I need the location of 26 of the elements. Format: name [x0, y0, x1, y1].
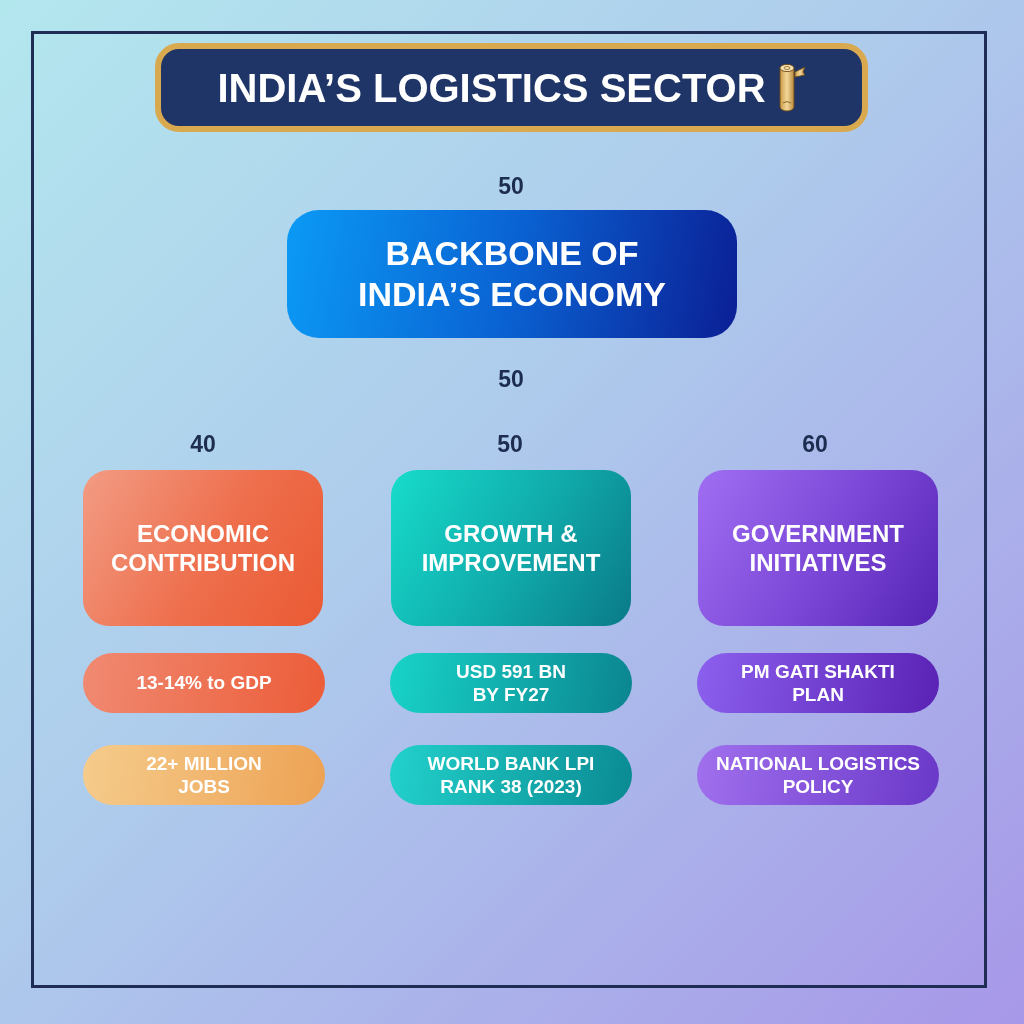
stat-text: NATIONAL LOGISTICS POLICY: [714, 751, 922, 799]
category-card: [698, 470, 938, 626]
category-card: [83, 470, 323, 626]
stat-pill: [697, 653, 939, 713]
category-card: [391, 470, 631, 626]
stat-pill: [83, 745, 325, 805]
category-title: ECONOMIC CONTRIBUTION: [110, 518, 296, 578]
stat-pill: [697, 745, 939, 805]
stat-text: 22+ MILLION JOBS: [145, 751, 263, 799]
number-label: 50: [497, 432, 523, 458]
stat-text: PM GATI SHAKTI PLAN: [740, 659, 896, 707]
hub-card: [287, 210, 737, 338]
stat-pill: [390, 745, 632, 805]
number-label: 50: [498, 367, 524, 393]
number-label: 40: [190, 432, 216, 458]
stat-text: 13-14% to GDP: [136, 671, 272, 695]
stat-text: USD 591 BN BY FY27: [455, 659, 567, 707]
stat-pill: [83, 653, 325, 713]
title: INDIA’S LOGISTICS SECTOR: [217, 65, 766, 110]
number-label: 50: [498, 174, 524, 200]
stat-pill: [390, 653, 632, 713]
number-label: 60: [802, 432, 828, 458]
category-title: GROWTH & IMPROVEMENT: [420, 518, 602, 578]
category-title: GOVERNMENT INITIATIVES: [731, 518, 905, 578]
hub-title: BACKBONE OF INDIA’S ECONOMY: [357, 232, 667, 315]
stat-text: WORLD BANK LPI RANK 38 (2023): [426, 751, 596, 799]
